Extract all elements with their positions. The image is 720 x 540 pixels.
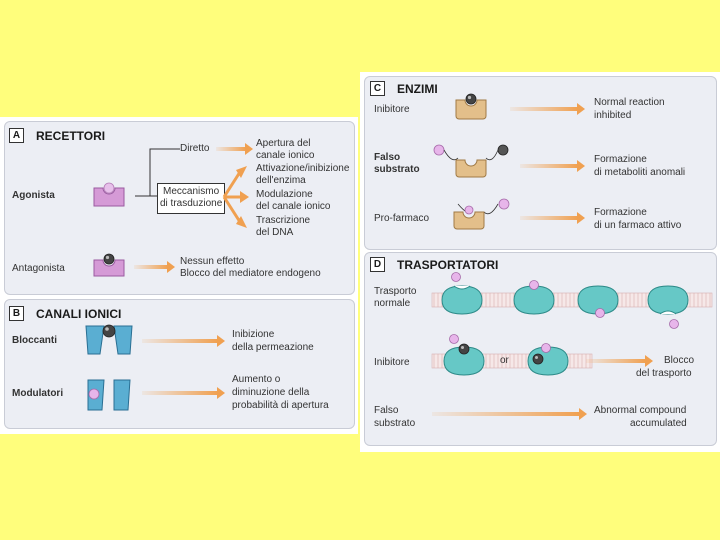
receptor-antagonist-icon [92, 252, 126, 280]
enzimi-result-1-line-1: Normal reaction [594, 97, 665, 108]
panel-b-letter: B [9, 306, 24, 321]
enzyme-inhibited-icon [454, 92, 488, 120]
trasportatori-inibitore-label: Inibitore [374, 357, 410, 368]
ion-channel-blocked-icon [84, 322, 134, 356]
bloccanti-result-1: Inibizione [232, 329, 274, 340]
arrow-enzimi-falso [520, 164, 578, 168]
transport-inhibited-sequence [432, 334, 592, 384]
trasporto-normale-label-2: normale [374, 298, 410, 309]
outcome-1-line-1: Apertura del [256, 138, 310, 149]
enzimi-result-1-line-2: inhibited [594, 110, 631, 121]
enzimi-result-3-line-1: Formazione [594, 207, 647, 218]
modulatori-result-2: diminuzione della [232, 387, 309, 398]
enzimi-profarmaco-label: Pro-farmaco [374, 213, 429, 224]
enzimi-result-3-line-2: di un farmaco attivo [594, 220, 681, 231]
enzyme-false-substrate-icon [432, 142, 512, 180]
blocco-label-2: del trasporto [636, 368, 692, 379]
trasporto-normale-label-1: Trasporto [374, 286, 416, 297]
arrow-antagonist [134, 265, 168, 269]
abnormal-label-2: accumulated [630, 418, 687, 429]
outcome-2-line-2: dell'enzima [256, 175, 306, 186]
blocco-label-1: Blocco [664, 355, 694, 366]
outcome-4-line-2: del DNA [256, 227, 293, 238]
outcome-3-line-1: Modulazione [256, 189, 313, 200]
ion-channel-modulated-icon [84, 376, 134, 412]
outcome-2-line-1: Attivazione/inibizione [256, 163, 349, 174]
arrow-trasporto-inibitore [586, 359, 646, 363]
panel-c-header: C ENZIMI [370, 81, 438, 96]
outcome-3-line-2: del canale ionico [256, 201, 331, 212]
panel-c-letter: C [370, 81, 385, 96]
modulatori-result-3: probabilità di apertura [232, 400, 329, 411]
transport-normal-sequence [432, 270, 712, 330]
or-label: or [500, 355, 509, 366]
bloccanti-result-2: della permeazione [232, 342, 314, 353]
antagonist-result-1: Nessun effetto [180, 256, 244, 267]
arrow-modulatori [142, 391, 218, 395]
panel-b-header: B CANALI IONICI [9, 306, 121, 321]
enzimi-inibitore-label: Inibitore [374, 104, 410, 115]
outcome-4-line-1: Trascrizione [256, 215, 310, 226]
modulatori-result-1: Aumento o [232, 374, 280, 385]
panel-b-title: CANALI IONICI [36, 307, 121, 321]
trasportatori-falso-label-2: substrato [374, 418, 415, 429]
bloccanti-label: Bloccanti [12, 335, 57, 346]
abnormal-label-1: Abnormal compound [594, 405, 686, 416]
enzimi-result-2-line-1: Formazione [594, 154, 647, 165]
enzimi-falso-label-1: Falso [374, 152, 400, 163]
enzyme-prodrug-icon [446, 196, 516, 232]
outcome-1-line-2: canale ionico [256, 150, 314, 161]
enzimi-result-2-line-2: di metaboliti anomali [594, 167, 685, 178]
arrow-bloccanti [142, 339, 218, 343]
antagonista-label: Antagonista [12, 263, 65, 274]
antagonist-result-2: Blocco del mediatore endogeno [180, 268, 321, 279]
trasportatori-falso-label-1: Falso [374, 405, 398, 416]
enzimi-falso-label-2: substrato [374, 164, 420, 175]
arrow-enzimi-inibitore [510, 107, 578, 111]
arrow-trasporto-falso [432, 412, 580, 416]
panel-d-letter: D [370, 257, 385, 272]
modulatori-label: Modulatori [12, 388, 63, 399]
arrow-enzimi-profarmaco [520, 216, 578, 220]
panel-c-title: ENZIMI [397, 82, 438, 96]
